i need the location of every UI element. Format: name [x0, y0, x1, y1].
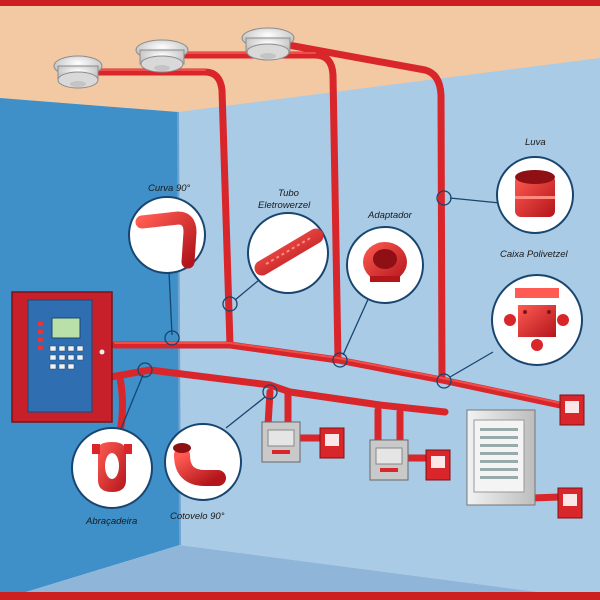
label-luva: Luva [525, 137, 546, 148]
control-cabinet-icon [466, 409, 536, 506]
callout-leaders [117, 190, 501, 437]
label-curva: Curva 90° [148, 183, 191, 194]
junction-box [369, 439, 409, 481]
label-tubo-line1: Tubo [278, 188, 299, 199]
label-tubo-line2: Eletrowerzel [258, 200, 311, 211]
callout-tubo [247, 212, 329, 294]
fire-alarm-panel-icon [11, 291, 113, 423]
smoke-detector-icon [241, 27, 295, 61]
conduit-network [78, 38, 564, 502]
label-caixa: Caixa Polivetzel [500, 249, 568, 260]
label-adaptador: Adaptador [367, 210, 413, 221]
junction-box [261, 421, 301, 463]
callout-adaptador [346, 226, 424, 304]
conduit-highlight [81, 52, 561, 404]
manual-call-point-icon [559, 394, 585, 426]
manual-call-point-icon [319, 427, 345, 459]
callout-luva [496, 156, 574, 234]
floor [0, 545, 600, 600]
manual-call-point-icon [425, 449, 451, 481]
callout-curva [128, 196, 206, 274]
callout-caixa [491, 274, 583, 366]
label-abracadeira: Abraçadeira [85, 516, 137, 527]
callout-abracadeira [71, 427, 153, 509]
label-cotovelo: Cotovelo 90° [170, 511, 225, 522]
smoke-detector-icon [53, 55, 103, 89]
smoke-detector-icon [135, 39, 189, 73]
manual-call-point-icon [557, 487, 583, 519]
callout-cotovelo [164, 423, 242, 501]
